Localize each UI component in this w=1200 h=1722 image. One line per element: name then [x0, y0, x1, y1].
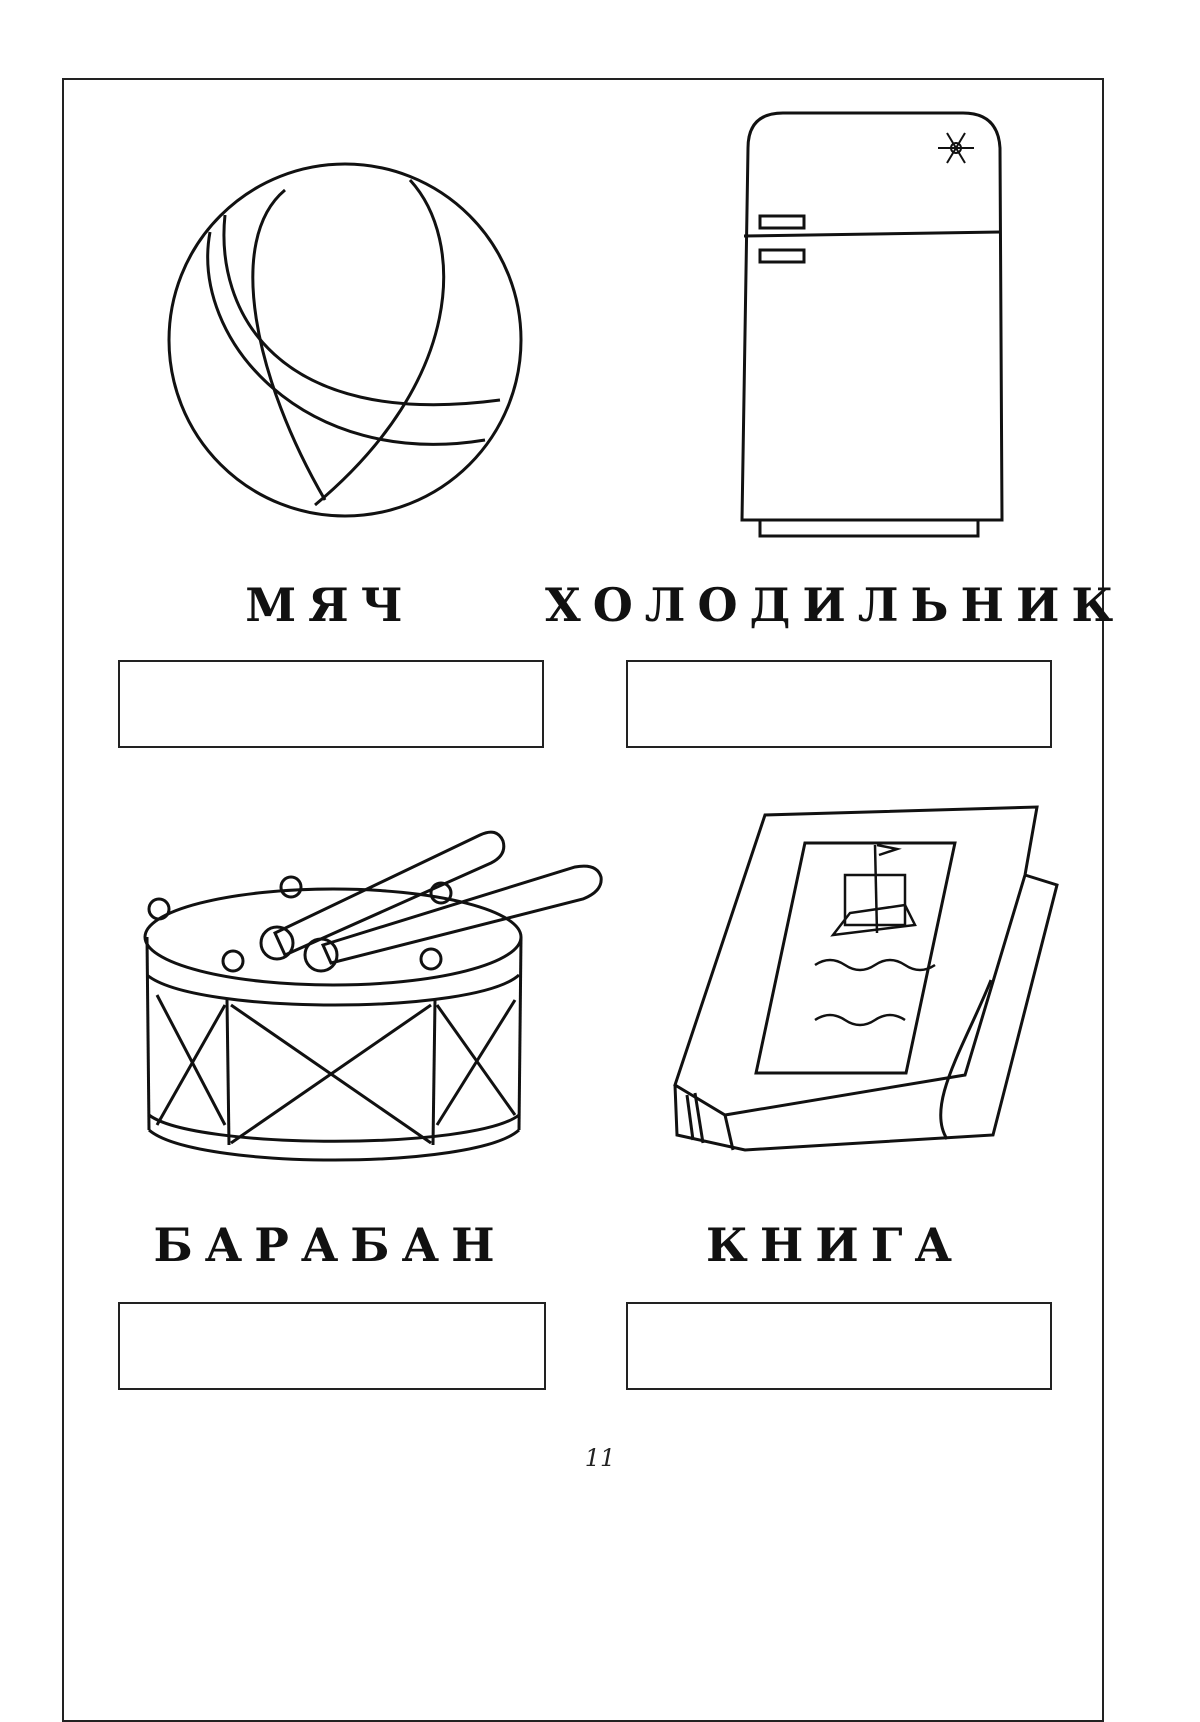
- answer-box-fridge[interactable]: [626, 660, 1052, 748]
- drum-icon: [135, 825, 605, 1170]
- ball-icon: [165, 160, 525, 520]
- answer-box-book[interactable]: [626, 1302, 1052, 1390]
- page-number: 11: [584, 1444, 616, 1472]
- ship-icon: [815, 845, 935, 1025]
- word-ball: МЯЧ: [245, 578, 415, 632]
- word-book: КНИГА: [706, 1218, 964, 1272]
- refrigerator-icon: [738, 108, 1004, 538]
- answer-box-ball[interactable]: [118, 660, 544, 748]
- word-drum: БАРАБАН: [153, 1218, 507, 1272]
- answer-box-drum[interactable]: [118, 1302, 546, 1390]
- snowflake-icon: [938, 133, 974, 163]
- word-fridge: ХОЛОДИЛЬНИК: [545, 578, 1126, 632]
- book-icon: [665, 805, 1065, 1155]
